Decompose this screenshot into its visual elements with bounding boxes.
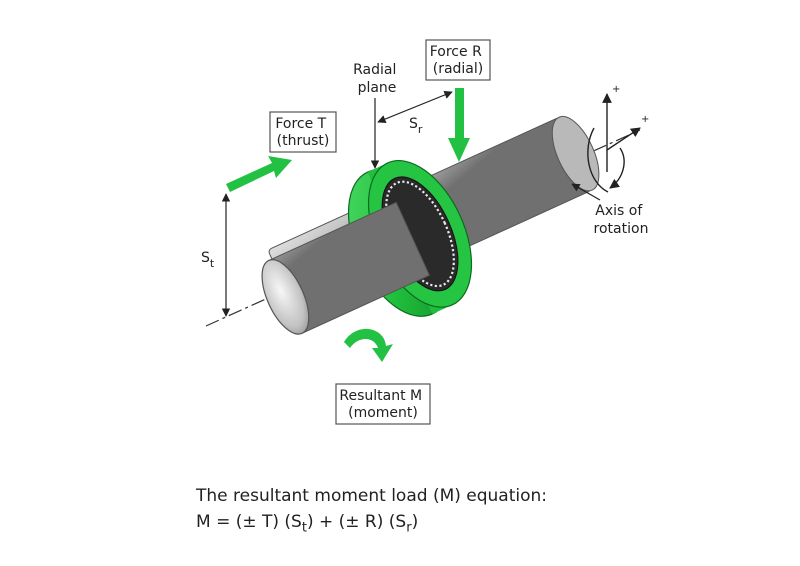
rotation-indicator xyxy=(587,93,641,193)
shaft-end-face xyxy=(261,259,310,335)
equation-mid: ) + (± R) (S xyxy=(306,512,407,532)
equation-end: ) xyxy=(411,512,419,532)
s-t-label: St xyxy=(201,250,215,270)
plus-vertical-label: + xyxy=(612,84,620,95)
equation-sub-r: r xyxy=(406,520,412,536)
equation-lhs: M = (± T) (S xyxy=(196,512,302,532)
resultant-m-box xyxy=(335,383,431,425)
force-t-box xyxy=(269,111,337,153)
plus-axis-label: + xyxy=(641,114,649,125)
s-r-label: Sr xyxy=(409,116,423,136)
force-r-box xyxy=(425,39,491,81)
axis-leader-line xyxy=(571,183,601,201)
equation-formula: M = (± T) (St) + (± R) (Sr) xyxy=(196,512,418,535)
equation-sub-t: t xyxy=(301,520,307,536)
force-r-label: Force R (radial) xyxy=(430,44,487,77)
resultant-moment-arrow xyxy=(344,328,393,362)
force-t-arrow xyxy=(226,156,292,192)
axis-of-rotation-label: Axis of rotation xyxy=(594,203,649,237)
resultant-m-label: Resultant M (moment) xyxy=(339,388,426,421)
s-r-dimension xyxy=(377,90,453,124)
radial-plane-label: Radial plane xyxy=(353,62,401,96)
shaft-front xyxy=(261,201,431,335)
force-r-arrow xyxy=(448,88,470,162)
force-t-label: Force T (thrust) xyxy=(275,116,330,149)
equation-title: The resultant moment load (M) equation: xyxy=(196,486,548,506)
